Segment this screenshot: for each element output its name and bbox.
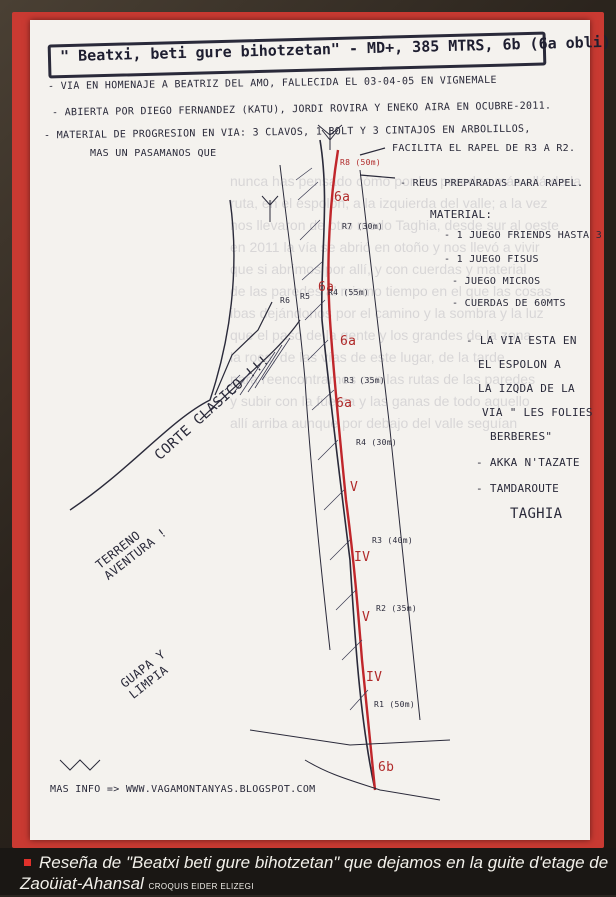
grade-label: 6a: [334, 190, 350, 205]
reunions-note: - REUS PREPARADAS PARA RAPEL.: [400, 178, 583, 189]
website-annotation: MAS INFO => WWW.VAGAMONTANYAS.BLOGSPOT.C…: [50, 784, 315, 795]
grade-label: 6a: [336, 396, 352, 411]
grade-label: IV: [354, 550, 370, 565]
location-line-7: - TAMDAROUTE: [476, 482, 559, 495]
reunion-label: R1 (50m): [374, 700, 415, 709]
location-line-6: - AKKA N'TAZATE: [476, 456, 580, 469]
caption-text: Reseña de "Beatxi beti gure bihotzetan" …: [20, 853, 608, 893]
figure-caption: Reseña de "Beatxi beti gure bihotzetan" …: [20, 852, 610, 897]
reunion-label: R4 (55m): [328, 288, 369, 297]
material-item-4: - CUERDAS DE 60MTS: [452, 298, 566, 309]
location-line-3: LA IZQDA DE LA: [478, 382, 575, 395]
reunion-label: R8 (50m): [340, 158, 381, 167]
arrow-reus: [360, 175, 395, 178]
reunion-label: R7 (30m): [342, 222, 383, 231]
reunion-label: R5: [300, 292, 310, 301]
reunion-label: R4 (30m): [356, 438, 397, 447]
location-line-1: - LA VIA ESTA EN: [466, 334, 577, 347]
caption-bullet-icon: [24, 859, 31, 866]
rock-outline-left: [70, 200, 234, 510]
grade-label: 6b: [378, 760, 394, 775]
grade-label: 6a: [340, 334, 356, 349]
note-line-4: MAS UN PASAMANOS QUE: [90, 148, 216, 159]
grade-label: IV: [366, 670, 382, 685]
grade-label: V: [350, 480, 358, 495]
location-line-5: BERBERES": [490, 430, 552, 443]
route-line: [328, 150, 375, 790]
location-line-8: TAGHIA: [510, 506, 562, 522]
reunion-label: R3 (40m): [372, 536, 413, 545]
caption-credit: CROQUIS EIDER ELIZEGI: [149, 882, 254, 891]
location-line-4: VIA " LES FOLIES: [482, 406, 593, 419]
ground-squiggle: [60, 760, 100, 770]
material-item-2: - 1 JUEGO FISUS: [444, 254, 539, 265]
tree-icon-2: [262, 196, 278, 222]
reunion-label: R6: [280, 296, 290, 305]
arrow-rappel: [360, 148, 385, 155]
material-item-3: - JUEGO MICROS: [452, 276, 541, 287]
rappel-note: FACILITA EL RAPEL DE R3 A R2.: [392, 143, 575, 154]
location-line-2: EL ESPOLON A: [478, 358, 561, 371]
grade-label: V: [362, 610, 370, 625]
material-item-1: - 1 JUEGO FRIENDS HASTA 3: [444, 230, 602, 241]
reunion-label: R3 (35m): [344, 376, 385, 385]
material-title: MATERIAL:: [430, 208, 492, 221]
reunion-label: R2 (35m): [376, 604, 417, 613]
